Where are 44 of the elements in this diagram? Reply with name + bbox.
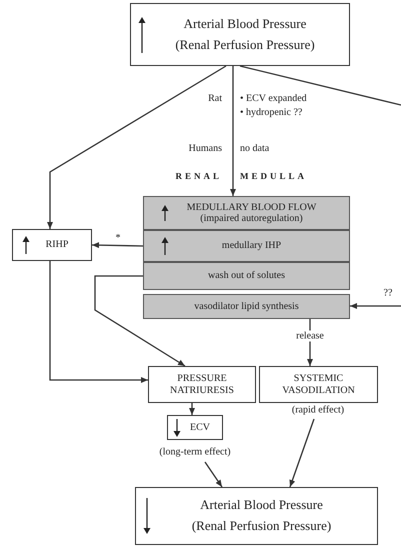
arrow (189, 403, 195, 415)
annotation-text: • ECV expanded (240, 93, 307, 104)
note-text: (rapid effect) (290, 404, 346, 416)
box-text: ECV (190, 422, 210, 434)
annotation-text: Humans (188, 143, 222, 154)
box-text: wash out of solutes (208, 270, 285, 282)
box-text: medullary IHP (222, 240, 282, 252)
process-box (143, 294, 350, 319)
box-text: vasodilator lipid synthesis (194, 300, 299, 312)
box-text: SYSTEMIC VASODILATION (281, 373, 356, 396)
process-box (259, 366, 378, 403)
note-text: (long-term effect) (158, 446, 232, 458)
annotation-text: no data (240, 143, 270, 154)
box-text: (Renal Perfusion Pressure) (192, 517, 332, 535)
process-box (130, 3, 350, 66)
arrow (230, 66, 236, 196)
arrow (350, 303, 401, 309)
annotation-text: MEDULLA (240, 171, 308, 181)
arrow (289, 418, 315, 488)
box-text: Arterial Blood Pressure (184, 14, 306, 33)
arrow (204, 462, 223, 488)
arrow (47, 65, 226, 229)
box-text: RIHP (46, 239, 68, 251)
process-box (148, 366, 256, 403)
edge-label: release (295, 330, 325, 342)
process-box (167, 415, 223, 440)
process-box (12, 229, 92, 261)
arrow (49, 261, 148, 383)
box-text: (Renal Perfusion Pressure) (175, 36, 315, 54)
box-text: Arterial Blood Pressure (200, 496, 323, 514)
medulla-band (143, 196, 350, 230)
box-text: (impaired autoregulation) (200, 213, 303, 224)
edge-label: ?? (382, 288, 394, 298)
arrow (94, 275, 186, 367)
annotation-text: • hydropenic ?? (240, 107, 302, 118)
box-text: PRESSURE NATRIURESIS (169, 373, 235, 396)
medulla-band (143, 230, 350, 262)
annotation-text: RENAL (175, 171, 222, 181)
process-box (135, 487, 378, 545)
connector-line (240, 65, 401, 106)
annotation-text: Rat (208, 93, 222, 104)
arrow (92, 242, 144, 248)
medulla-band (143, 262, 350, 290)
box-text: MEDULLARY BLOOD FLOW (186, 202, 316, 213)
